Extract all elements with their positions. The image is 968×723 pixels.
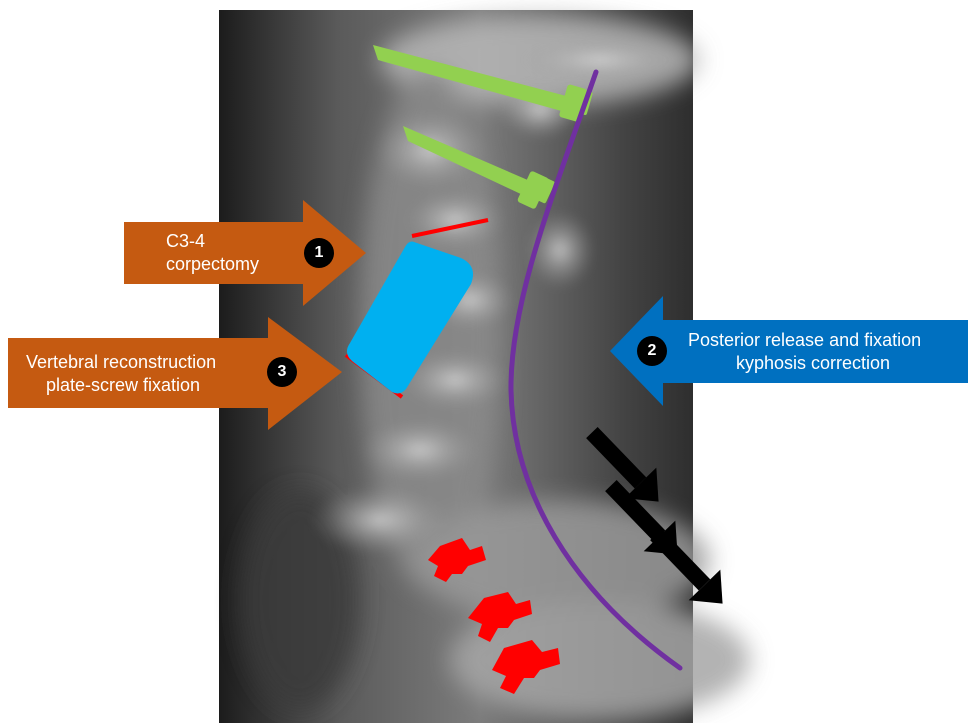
step1-label-line1: C3-4 [166,231,205,252]
step3-label-line1: Vertebral reconstruction [26,352,216,373]
step3-label-line2: plate-screw fixation [46,375,200,396]
step1-badge: 1 [304,238,334,268]
step2-badge: 2 [637,336,667,366]
step1-label-line2: corpectomy [166,254,259,275]
step2-label-line1: Posterior release and fixation [688,330,921,351]
step2-label-line2: kyphosis correction [736,353,890,374]
step3-badge: 3 [267,357,297,387]
